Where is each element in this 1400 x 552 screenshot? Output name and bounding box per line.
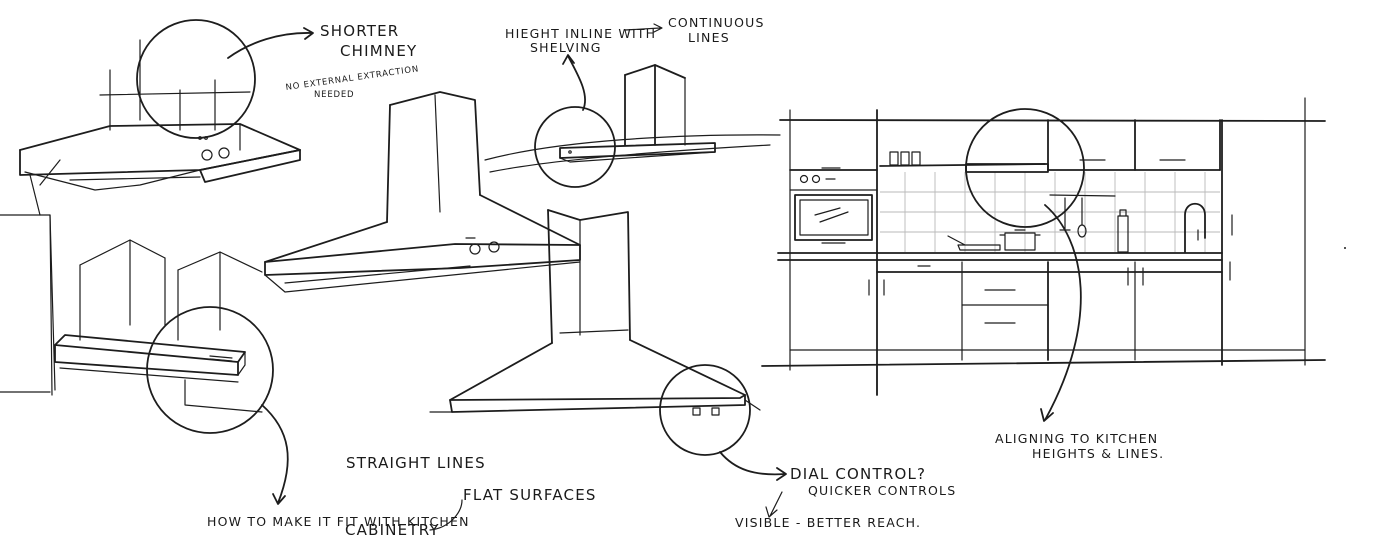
note-quicker-controls: QUICKER CONTROLS	[808, 483, 956, 498]
arrow-to-fit-cabinetry	[261, 404, 289, 505]
highlight-circle-shelf	[534, 106, 616, 188]
arrow-to-visible-reach	[765, 491, 783, 518]
highlight-circle-kitchen	[965, 108, 1085, 228]
note-straight-lines: STRAIGHT LINES	[346, 454, 486, 472]
highlight-circle-chimney	[136, 19, 256, 139]
note-aligning-1: ALIGNING TO KITCHEN	[995, 431, 1158, 446]
sketch-cabinet-integrated-hood	[0, 214, 263, 413]
note-no-extraction-2: NEEDED	[314, 90, 354, 100]
arrow-to-dial-control	[719, 451, 787, 481]
note-fit-cabinetry-2: CABINETRY	[345, 521, 440, 539]
sketch-hood-shelf-line	[484, 64, 781, 173]
arrow-to-shorter-chimney	[227, 27, 314, 59]
stray-dot	[1344, 247, 1346, 249]
highlight-circle-cabinet	[146, 306, 274, 434]
sketch-kitchen-elevation	[761, 97, 1326, 396]
highlight-circle-dial	[659, 364, 751, 456]
note-height-inline-1: HIEGHT INLINE WITH	[505, 26, 656, 41]
brace-cabinetry	[429, 499, 463, 531]
note-aligning-2: HEIGHTS & LINES.	[1032, 446, 1164, 461]
note-shorter-1: SHORTER	[320, 22, 399, 40]
note-visible-reach: VISIBLE - BETTER REACH.	[735, 515, 921, 530]
note-shorter-2: CHIMNEY	[340, 42, 417, 60]
sketch-slim-hood-shorter-chimney	[19, 39, 301, 216]
tile-grid	[880, 172, 1220, 252]
note-no-extraction-1: NO EXTERNAL EXTRACTION	[285, 64, 420, 93]
arrow-to-aligning	[1040, 204, 1082, 422]
sketch-chimney-hood-canopy	[264, 91, 581, 293]
note-dial-control: DIAL CONTROL?	[790, 465, 926, 483]
note-fit-cabinetry-1: HOW TO MAKE IT FIT WITH KITCHEN	[207, 514, 470, 529]
note-continuous-2: LINES	[688, 30, 730, 45]
note-height-inline-2: SHELVING	[530, 40, 602, 55]
note-flat-surfaces: FLAT SURFACES	[463, 486, 597, 504]
note-continuous-1: CONTINUOUS	[668, 15, 765, 30]
arrow-to-height-inline	[562, 54, 586, 111]
arrow-to-continuous	[624, 23, 663, 33]
sketch-pyramid-hood	[429, 209, 761, 416]
